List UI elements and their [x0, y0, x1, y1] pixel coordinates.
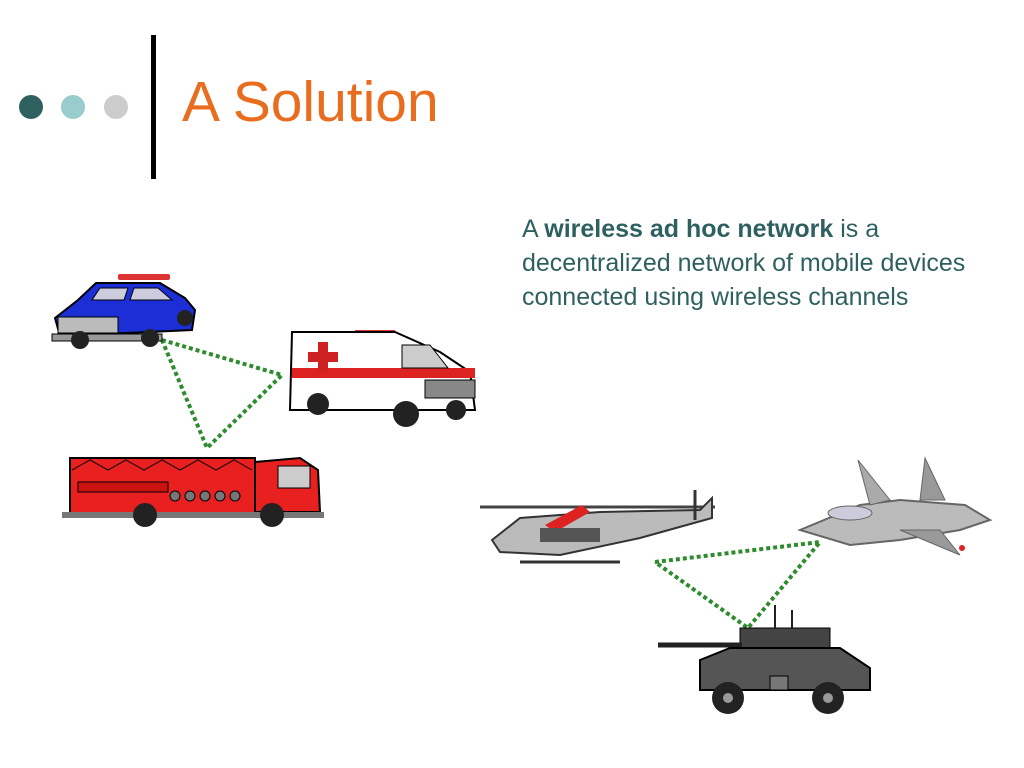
slide-title: A Solution — [182, 70, 439, 134]
dot-mid — [61, 95, 85, 119]
body-term: wireless ad hoc network — [544, 215, 834, 243]
network-links — [160, 338, 825, 631]
helicopter-icon — [480, 490, 715, 564]
slide-body-text: A wireless ad hoc network is a decentral… — [522, 212, 982, 314]
dot-light — [104, 95, 128, 119]
fire-truck-icon — [62, 456, 324, 527]
link-ground-group — [160, 338, 286, 452]
armored-vehicle-icon — [658, 605, 871, 714]
ambulance-icon — [288, 330, 477, 427]
dot-dark — [19, 95, 43, 119]
police-car-icon — [51, 274, 197, 349]
fighter-jet-icon — [797, 456, 993, 556]
link-air-group — [653, 539, 825, 631]
body-rest: is a decentralized network of mobile dev… — [522, 215, 966, 311]
title-divider — [151, 35, 156, 179]
body-prefix: A — [522, 215, 545, 243]
